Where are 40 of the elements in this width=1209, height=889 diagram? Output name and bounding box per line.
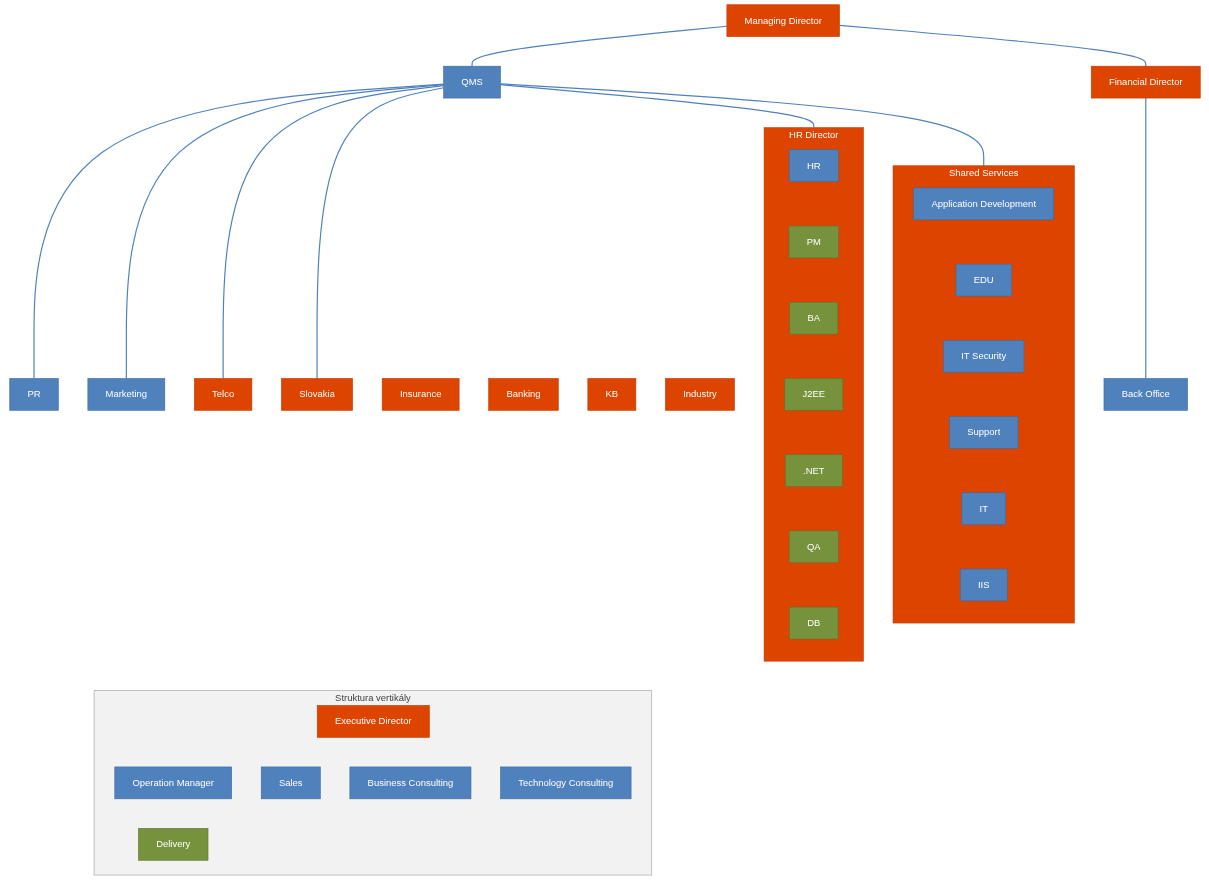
node-box: IT Security <box>942 340 1024 373</box>
node-box: Technology Consulting <box>499 766 631 800</box>
node-box: QMS <box>442 65 501 99</box>
node-box: KB <box>587 378 636 411</box>
connector <box>499 83 984 167</box>
node-box: Banking <box>487 378 559 411</box>
connector <box>222 85 444 380</box>
node-box: Telco <box>193 378 252 411</box>
node-box: Delivery <box>137 828 208 861</box>
node-box: EDU <box>955 263 1012 297</box>
node-box: HR <box>788 149 839 182</box>
node-box: PR <box>8 378 59 411</box>
node-box: Support <box>948 416 1018 449</box>
node-box: BA <box>788 301 838 335</box>
node-box: Sales <box>260 766 321 800</box>
node-box: PM <box>788 225 839 259</box>
node-box: Business Consulting <box>349 766 471 800</box>
connector <box>1144 97 1146 380</box>
node-box: Back Office <box>1103 378 1188 411</box>
node-box: Industry <box>664 378 735 411</box>
connector <box>125 84 444 380</box>
node-box: J2EE <box>783 378 843 411</box>
node-box: Managing Director <box>726 4 840 37</box>
node-box: Operation Manager <box>113 766 232 800</box>
node-box: IIS <box>959 568 1007 602</box>
node-box: Executive Director <box>316 705 430 738</box>
node-box: .NET <box>784 454 843 487</box>
connector <box>315 87 444 380</box>
node-box: Financial Director <box>1090 65 1201 99</box>
connector <box>32 83 444 380</box>
node-box: Marketing <box>87 378 165 411</box>
node-box: IT <box>961 492 1006 525</box>
connector <box>471 25 727 67</box>
node-box: Slovakia <box>280 378 353 411</box>
node-box: DB <box>788 606 838 640</box>
connector <box>838 24 1146 67</box>
node-box: QA <box>788 530 839 564</box>
connector <box>499 84 814 129</box>
node-box: Application Development <box>912 187 1054 221</box>
node-box: Insurance <box>381 378 459 411</box>
